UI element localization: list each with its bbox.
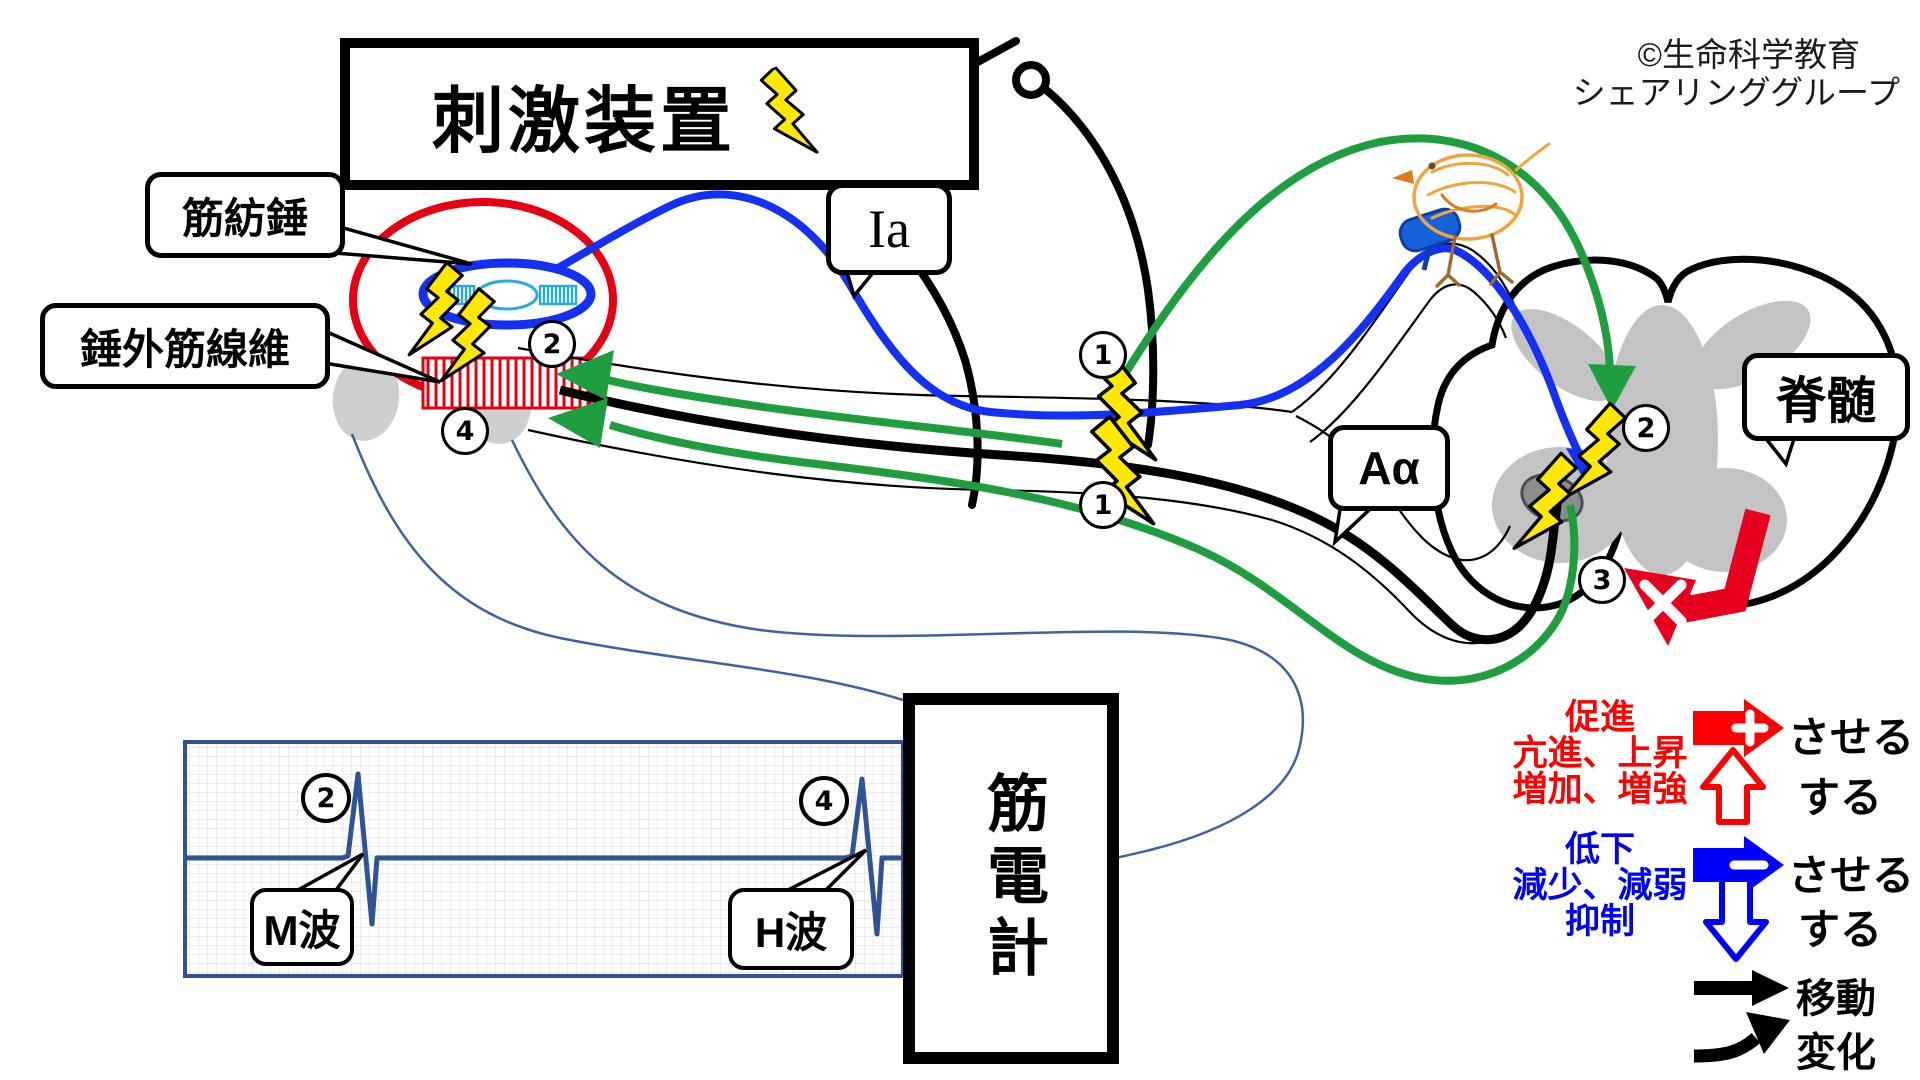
emg-device-label: 筋電計 [977, 770, 1046, 987]
blocked-arrow-icon [1624, 508, 1771, 646]
marker-cord-exit: 3 [1578, 556, 1626, 604]
marker-stim-upper: 1 [1079, 331, 1127, 379]
marker-emg-h: 4 [799, 776, 849, 826]
marker-stim-lower: 1 [1079, 481, 1127, 529]
label-m-wave: M波 [250, 888, 354, 966]
legend-arrows [1693, 699, 1790, 1063]
label-a-alpha: Aα [1328, 425, 1450, 511]
blue-hollow-down-arrow-icon [1703, 876, 1769, 962]
label-extrafusal-fiber: 錘外筋線維 [40, 303, 330, 389]
copyright-note: ©生命科学教育 シェアリンググループ [1470, 36, 1900, 112]
stimulator-label: 刺激装置 [432, 81, 737, 162]
stimulator-box: 刺激装置 [340, 38, 979, 190]
legend-facilitation-line3: 増加、増強 [1512, 770, 1688, 809]
impulse-arrows-green [548, 134, 1636, 685]
label-h-wave: H波 [728, 888, 854, 970]
label-spinal-cord: 脊髄 [1742, 353, 1910, 441]
copyright-line2: シェアリンググループ [1572, 74, 1900, 111]
emg-trace [185, 771, 901, 937]
legend-suppression: 低下 減少、減弱 抑制 [1470, 832, 1730, 940]
legend-change: 変化 [1796, 1031, 1876, 1075]
legend-suppression-line2: 減少、減弱 [1512, 866, 1688, 905]
legend-cause-blue: させる [1788, 852, 1915, 899]
copyright-line1: ©生命科学教育 [1637, 36, 1860, 73]
marker-muscle-reflex: 4 [441, 407, 489, 455]
black-change-arrow-icon [1693, 1012, 1790, 1063]
legend-suppression-line1: 低下 [1564, 830, 1635, 869]
chick-illustration [1392, 142, 1551, 288]
marker-muscle-direct: 2 [528, 320, 576, 368]
legend-suppression-line3: 抑制 [1564, 902, 1635, 941]
ganglion-icon [1398, 207, 1462, 271]
emg-device-box: 筋電計 [903, 693, 1119, 1064]
legend-facilitation-line2: 亢進、上昇 [1512, 734, 1688, 773]
label-muscle-spindle: 筋紡錘 [145, 172, 345, 258]
legend-do-red: する [1798, 774, 1883, 821]
legend-facilitation-line1: 促進 [1564, 698, 1635, 737]
red-hollow-up-arrow-icon [1700, 747, 1766, 825]
label-ia-afferent: Ia [826, 183, 952, 275]
marker-emg-m: 2 [301, 773, 351, 823]
muscle-region [349, 198, 617, 410]
legend-cause-red: させる [1788, 714, 1915, 761]
legend-move: 移動 [1796, 977, 1876, 1021]
extrafusal-fiber-graphic [421, 356, 592, 410]
legend-facilitation: 促進 亢進、上昇 増加、増強 [1470, 700, 1730, 808]
legend-do-blue: する [1798, 906, 1883, 953]
black-move-arrow-icon [1694, 970, 1789, 1006]
marker-cord-synapse: 2 [1622, 404, 1670, 452]
alpha-motor-axon [558, 385, 1565, 645]
electrode-leads [350, 433, 1304, 870]
lightning-bolt-icon [759, 65, 819, 154]
